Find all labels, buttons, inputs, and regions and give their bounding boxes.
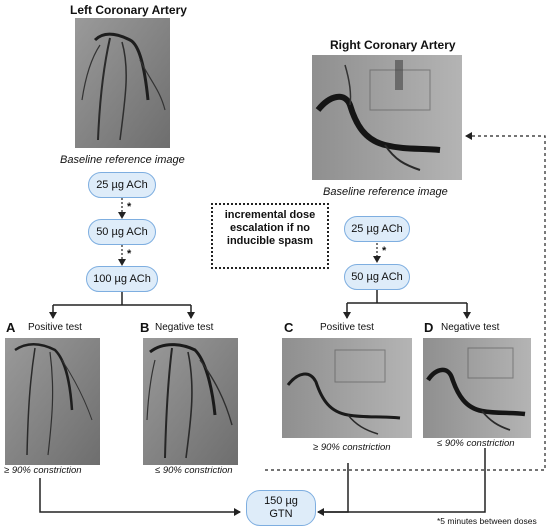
panel-a-angiogram — [5, 338, 100, 465]
gtn-pill: 150 µg GTN — [246, 490, 316, 526]
panel-c-letter: C — [284, 320, 294, 335]
left-branch-connector — [49, 292, 195, 319]
negative-test-feedback-arrow — [265, 132, 546, 471]
panel-b-label: Negative test — [155, 322, 214, 333]
panel-c-angiogram — [282, 338, 412, 438]
left-dose-100-pill: 100 µg ACh — [86, 266, 158, 292]
panel-d-caption: ≤ 90% constriction — [437, 438, 515, 449]
left-baseline-caption: Baseline reference image — [60, 154, 185, 166]
right-dose-50-pill: 50 µg ACh — [344, 264, 410, 290]
left-dose-25-pill: 25 µg ACh — [88, 172, 156, 198]
panel-d-label: Negative test — [441, 322, 500, 333]
right-baseline-caption: Baseline reference image — [323, 186, 448, 198]
right-asterisk-1: * — [382, 245, 387, 257]
right-baseline-angiogram — [312, 55, 462, 180]
right-branch-connector — [343, 290, 471, 319]
left-baseline-angiogram — [75, 18, 170, 148]
note-line-2: escalation if no — [229, 222, 311, 234]
right-dose-25-pill: 25 µg ACh — [344, 216, 410, 242]
right-artery-title: Right Coronary Artery — [330, 38, 456, 52]
note-line-3: inducible spasm — [226, 235, 314, 247]
panel-d-angiogram — [423, 338, 531, 438]
gtn-connectors — [39, 448, 486, 516]
panel-a-label: Positive test — [28, 322, 82, 333]
left-asterisk-1: * — [127, 201, 132, 213]
panel-c-caption: ≥ 90% constriction — [313, 442, 391, 453]
gtn-label: GTN — [269, 508, 293, 520]
panel-b-angiogram — [143, 338, 238, 465]
panel-a-letter: A — [6, 320, 16, 335]
dose-escalation-note: incremental dose escalation if no induci… — [211, 203, 329, 269]
left-artery-title: Left Coronary Artery — [70, 3, 187, 17]
left-dose-50-pill: 50 µg ACh — [88, 219, 156, 245]
footnote: *5 minutes between doses — [437, 516, 537, 526]
panel-c-label: Positive test — [320, 322, 374, 333]
note-line-1: incremental dose — [224, 209, 316, 221]
panel-b-caption: ≤ 90% constriction — [155, 465, 233, 476]
gtn-dose: 150 µg — [264, 495, 298, 507]
panel-a-caption: ≥ 90% constriction — [4, 465, 82, 476]
panel-d-letter: D — [424, 320, 434, 335]
left-asterisk-2: * — [127, 248, 132, 260]
panel-b-letter: B — [140, 320, 150, 335]
